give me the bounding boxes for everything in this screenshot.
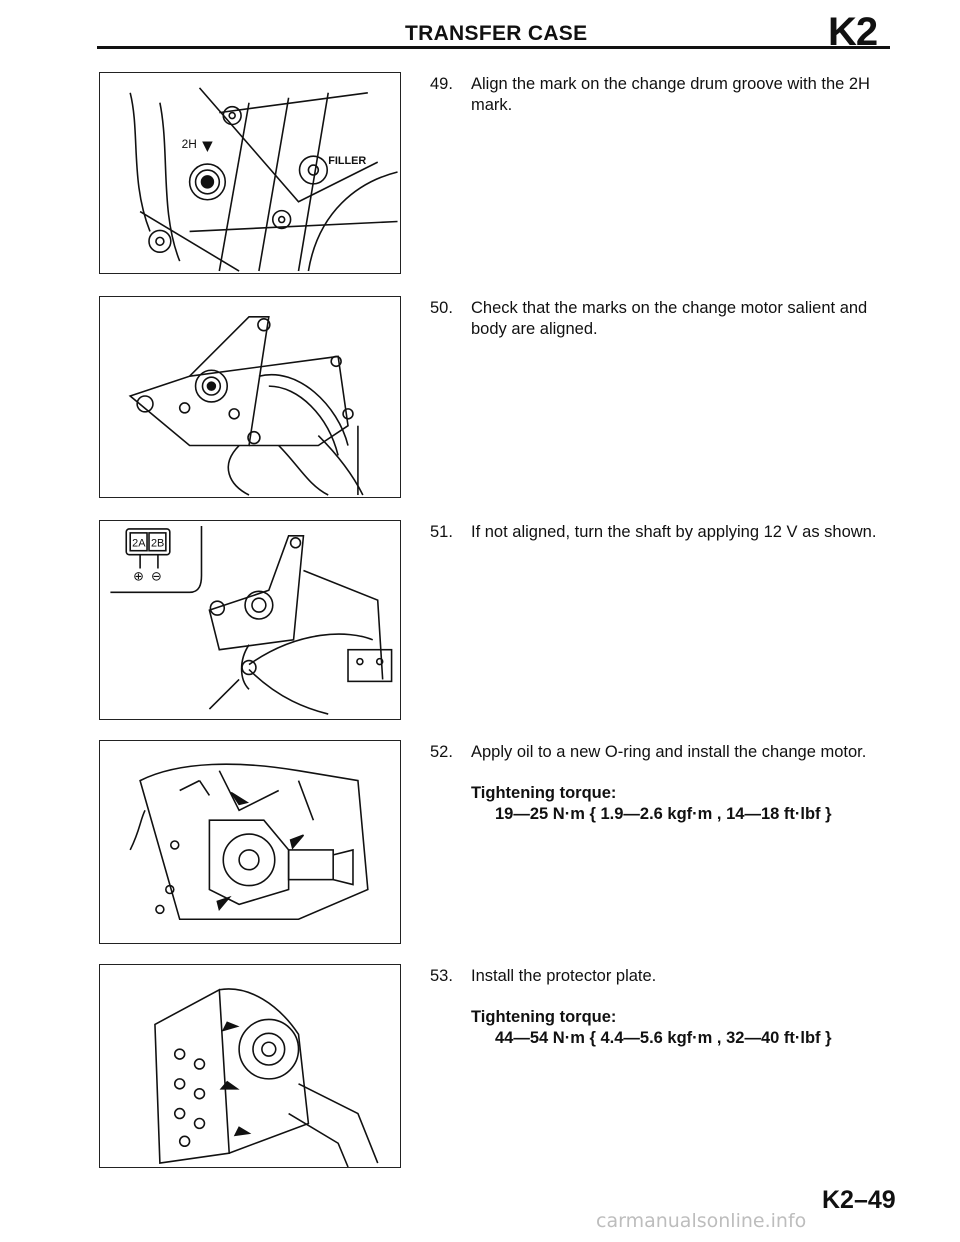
footer-watermark: carmanualsonline.info	[596, 1210, 807, 1232]
step-50: 50. Check that the marks on the change m…	[430, 298, 900, 340]
step-53: 53. Install the protector plate. Tighten…	[430, 966, 900, 1049]
label-filler: FILLER	[328, 155, 366, 167]
terminal-2a-label: 2A	[132, 538, 146, 550]
page-section-title: TRANSFER CASE	[405, 22, 588, 45]
step-text: Align the mark on the change drum groove…	[471, 75, 870, 114]
figure-change-motor-marks	[99, 296, 401, 498]
step-number: 52.	[430, 743, 453, 761]
torque-label: Tightening torque:	[471, 1008, 617, 1026]
header-rule	[97, 46, 890, 49]
step-49: 49. Align the mark on the change drum gr…	[430, 74, 900, 116]
step-text: Apply oil to a new O-ring and install th…	[471, 743, 867, 761]
step-number: 49.	[430, 75, 453, 93]
label-2h: 2H	[182, 137, 197, 151]
terminal-2b-label: 2B	[151, 538, 164, 550]
positive-terminal-icon: ⊕	[133, 569, 144, 584]
step-text: If not aligned, turn the shaft by applyi…	[471, 523, 877, 541]
negative-terminal-icon: ⊖	[151, 569, 162, 584]
torque-value: 19—25 N·m { 1.9—2.6 kgf·m , 14—18 ft·lbf…	[495, 805, 832, 823]
step-text: Check that the marks on the change motor…	[471, 299, 868, 338]
torque-value: 44—54 N·m { 4.4—5.6 kgf·m , 32—40 ft·lbf…	[495, 1029, 832, 1047]
step-52: 52. Apply oil to a new O-ring and instal…	[430, 742, 900, 825]
page-number: K2–49	[822, 1186, 896, 1214]
tightening-torque: Tightening torque: 44—54 N·m { 4.4—5.6 k…	[471, 1007, 900, 1049]
step-51: 51. If not aligned, turn the shaft by ap…	[430, 522, 900, 543]
step-text: Install the protector plate.	[471, 967, 657, 985]
tightening-torque: Tightening torque: 19—25 N·m { 1.9—2.6 k…	[471, 783, 900, 825]
figure-apply-12v: 2A 2B ⊕ ⊖	[99, 520, 401, 720]
step-number: 51.	[430, 523, 453, 541]
figure-install-change-motor	[99, 740, 401, 944]
figure-change-drum-2h-mark: 2H FILLER	[99, 72, 401, 274]
step-number: 53.	[430, 967, 453, 985]
figure-install-protector-plate	[99, 964, 401, 1168]
torque-label: Tightening torque:	[471, 784, 617, 802]
step-number: 50.	[430, 299, 453, 317]
